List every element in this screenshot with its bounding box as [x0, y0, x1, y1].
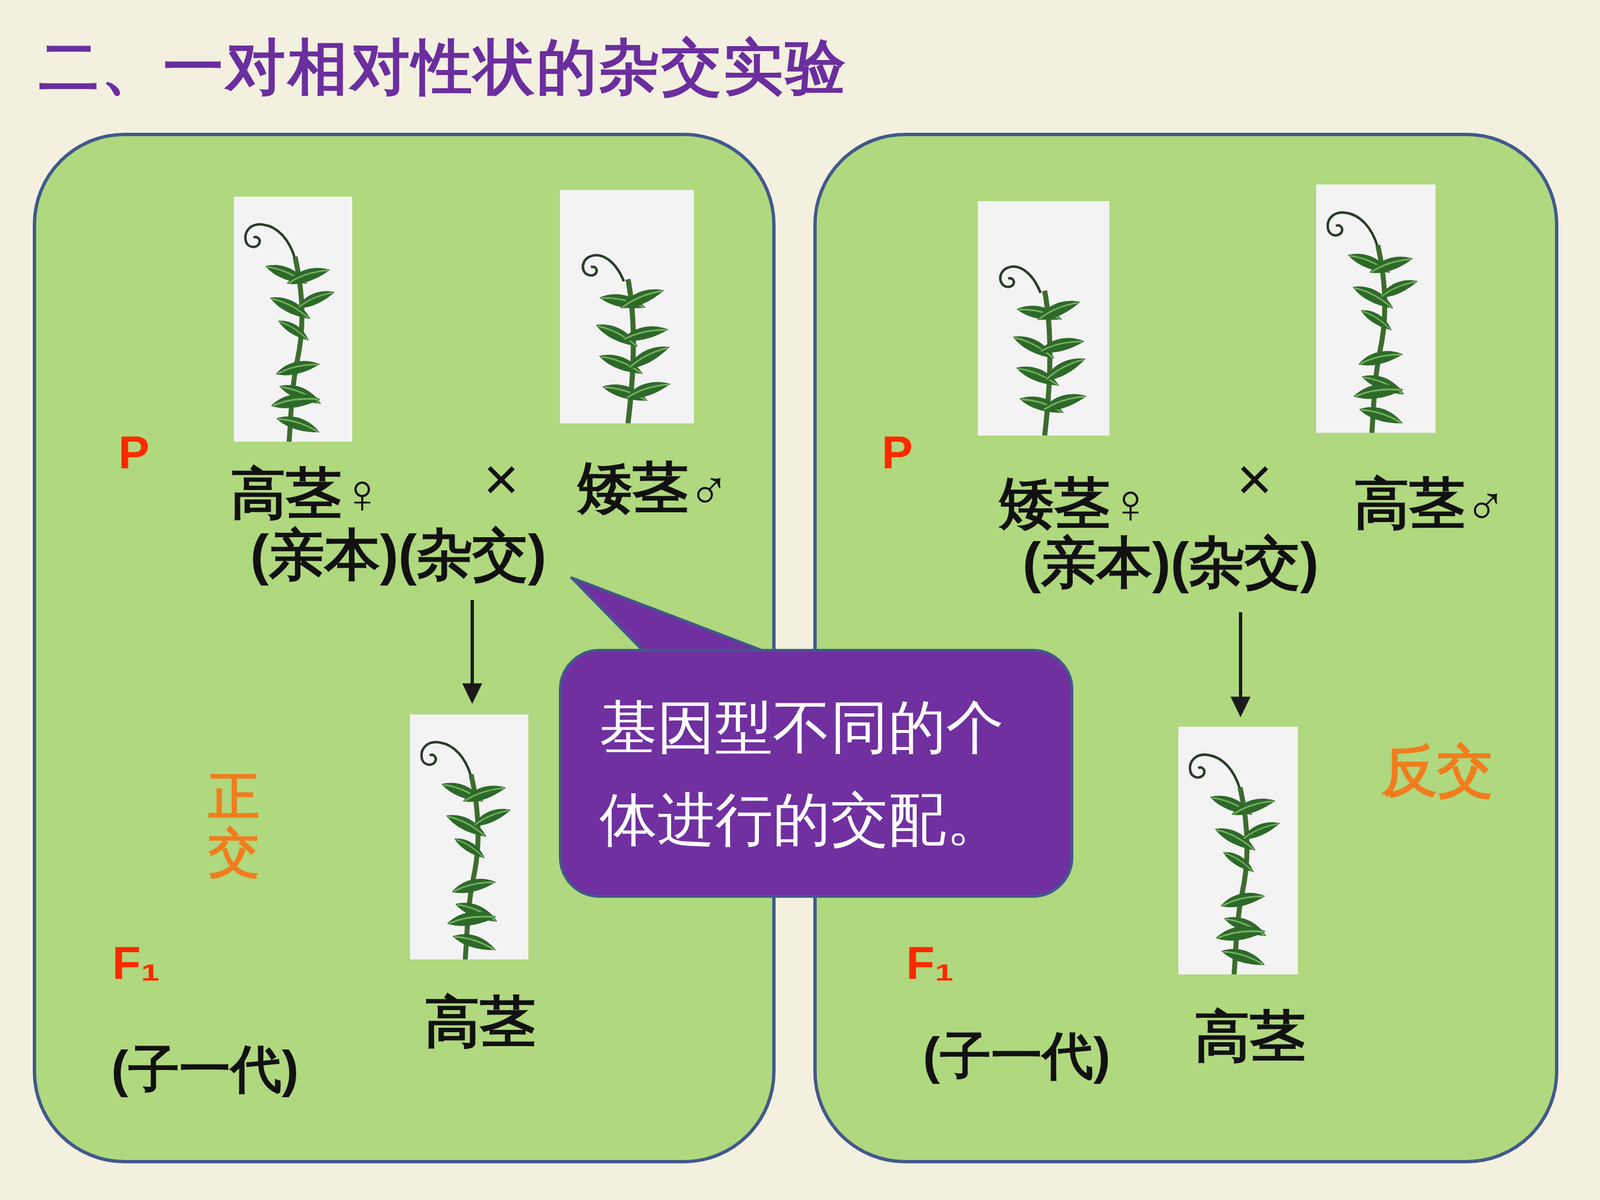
- offspring-label: 高茎: [424, 990, 536, 1054]
- parent-label: 矮茎♀: [998, 471, 1152, 536]
- generation-label: P: [118, 425, 150, 480]
- cross-panel: P 高茎♀ × 矮茎♂ (亲本)(杂交) 正交 F₁ (子一代) 高茎: [32, 132, 776, 1164]
- parent-label: 高茎♂: [1353, 471, 1507, 536]
- parent-label: 高茎♀: [230, 461, 384, 526]
- term-label: (亲本)(杂交): [1022, 530, 1319, 595]
- cross-symbol: ×: [483, 443, 519, 515]
- generation-label: F₁: [112, 936, 160, 990]
- definition-text: 基因型不同的个体进行的交配。: [599, 681, 1033, 867]
- cross-panel: P 矮茎♀ × 高茎♂ (亲本)(杂交) 反交 F₁ (子一代) 高茎: [813, 132, 1559, 1164]
- cross-symbol: ×: [1236, 443, 1273, 515]
- cross-type-label: 反交: [1381, 738, 1493, 803]
- generation-label: P: [881, 425, 913, 480]
- cross-type-label: 正交: [208, 768, 260, 881]
- offspring-label: 高茎: [1194, 1004, 1306, 1069]
- definition-callout: 基因型不同的个体进行的交配。: [558, 648, 1074, 898]
- term-label: (亲本)(杂交): [250, 522, 547, 587]
- parent-label: 矮茎♂: [577, 456, 730, 520]
- term-label: (子一代): [111, 1040, 299, 1099]
- slide-title: 二、一对相对性状的杂交实验: [38, 34, 848, 101]
- term-label: (子一代): [922, 1026, 1110, 1086]
- generation-label: F₁: [906, 936, 954, 990]
